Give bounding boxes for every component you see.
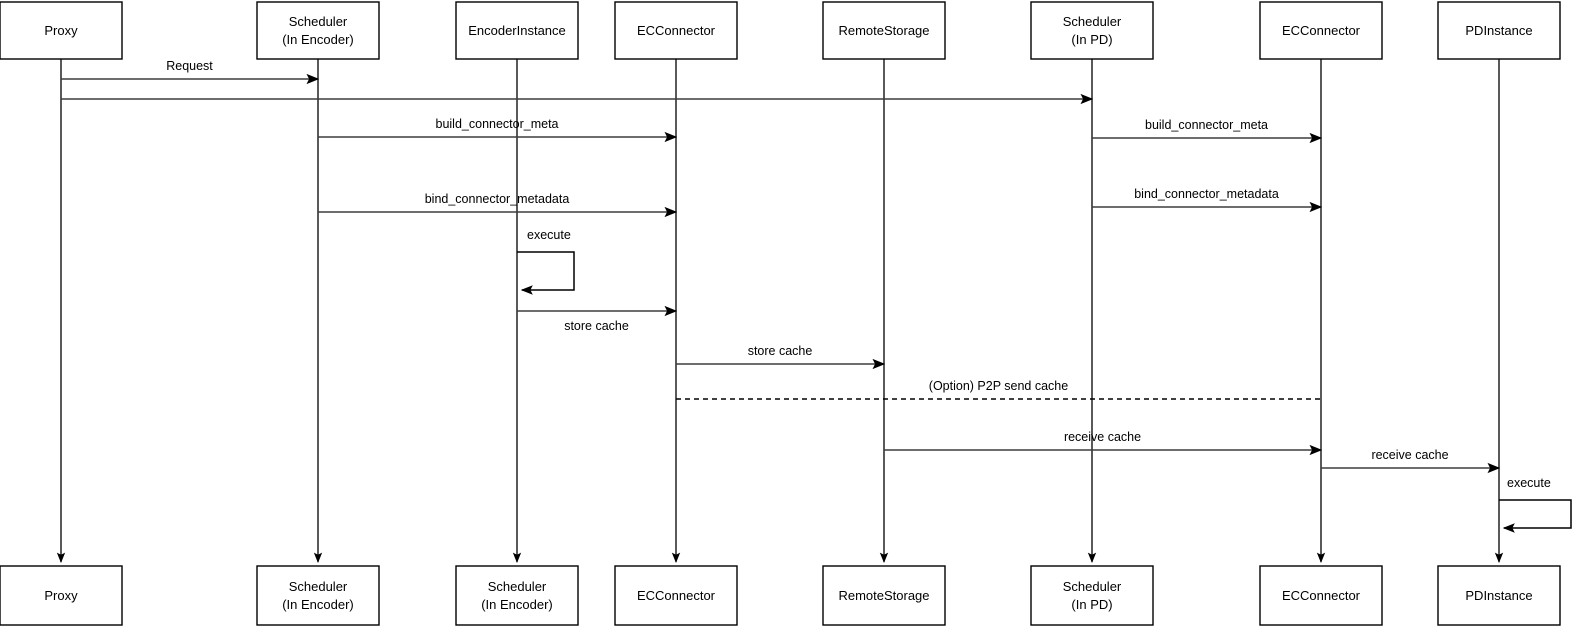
participant-label-bottom-scheduler-in-pd-line1: Scheduler xyxy=(1063,579,1122,594)
message-store-cache-remote[interactable]: store cache xyxy=(676,344,886,370)
participant-box-bottom-scheduler-in-encoder[interactable]: Scheduler (In Encoder) xyxy=(256,565,380,626)
participant-label-bottom-encoder-instance-line2: (In Encoder) xyxy=(481,597,553,612)
message-bind-connector-metadata-encoder[interactable]: bind_connector_metadata xyxy=(318,192,678,218)
participant-box-top-ec-connector-encoder[interactable]: ECConnector xyxy=(614,1,738,60)
participant-box-top-ec-connector-pd[interactable]: ECConnector xyxy=(1259,1,1383,60)
participant-box-top-pd-instance[interactable]: PDInstance xyxy=(1437,1,1561,60)
participant-box-bottom-scheduler-in-pd[interactable]: Scheduler (In PD) xyxy=(1030,565,1154,626)
participant-label-top-scheduler-in-encoder-line2: (In Encoder) xyxy=(282,32,354,47)
self-call-label-execute-pd-instance: execute xyxy=(1507,476,1551,490)
message-label-build-connector-meta-encoder: build_connector_meta xyxy=(436,117,559,131)
message-receive-cache-connector[interactable]: receive cache xyxy=(884,430,1323,456)
message-request[interactable]: Request xyxy=(61,59,320,85)
participant-box-top-scheduler-in-encoder[interactable]: Scheduler (In Encoder) xyxy=(256,1,380,60)
message-receive-cache-pd-instance[interactable]: receive cache xyxy=(1321,448,1501,474)
participant-box-top-proxy[interactable]: Proxy xyxy=(0,1,123,60)
self-call-execute-encoder[interactable]: execute xyxy=(517,228,575,295)
participant-label-top-remote-storage: RemoteStorage xyxy=(838,23,929,38)
participant-label-bottom-ec-connector-pd: ECConnector xyxy=(1282,588,1361,603)
self-call-label-execute-encoder: execute xyxy=(527,228,571,242)
participant-label-top-ec-connector-pd: ECConnector xyxy=(1282,23,1361,38)
message-p2p-send-cache[interactable]: (Option) P2P send cache xyxy=(676,379,1321,400)
participant-label-bottom-scheduler-in-encoder-line1: Scheduler xyxy=(289,579,348,594)
participant-label-top-scheduler-in-pd-line1: Scheduler xyxy=(1063,14,1122,29)
participant-label-top-proxy: Proxy xyxy=(44,23,78,38)
participant-label-top-encoder-instance: EncoderInstance xyxy=(468,23,566,38)
participant-box-bottom-pd-instance[interactable]: PDInstance xyxy=(1437,565,1561,626)
lifelines-layer xyxy=(56,59,1504,564)
top-participant-boxes: Proxy Scheduler (In Encoder) EncoderInstanc… xyxy=(0,1,1561,60)
participant-label-bottom-scheduler-in-pd-line2: (In PD) xyxy=(1071,597,1112,612)
participant-label-bottom-proxy: Proxy xyxy=(44,588,78,603)
messages-layer: Request build_connector_meta build_connect… xyxy=(61,59,1501,474)
bottom-participant-boxes: Proxy Scheduler (In Encoder) Scheduler (In E… xyxy=(0,565,1561,626)
message-label-request: Request xyxy=(166,59,213,73)
message-label-receive-cache-connector: receive cache xyxy=(1064,430,1141,444)
message-label-bind-connector-metadata-encoder: bind_connector_metadata xyxy=(425,192,570,206)
participant-box-bottom-ec-connector-pd[interactable]: ECConnector xyxy=(1259,565,1383,626)
self-call-execute-pd-instance[interactable]: execute xyxy=(1499,476,1572,533)
participant-box-bottom-ec-connector-encoder[interactable]: ECConnector xyxy=(614,565,738,626)
message-label-p2p-send-cache: (Option) P2P send cache xyxy=(929,379,1068,393)
participant-label-bottom-pd-instance: PDInstance xyxy=(1465,588,1532,603)
participant-box-top-encoder-instance[interactable]: EncoderInstance xyxy=(455,1,579,60)
message-label-store-cache-encoder: store cache xyxy=(564,319,629,333)
message-build-connector-meta-encoder[interactable]: build_connector_meta xyxy=(318,117,678,143)
message-label-receive-cache-pd-instance: receive cache xyxy=(1371,448,1448,462)
message-label-bind-connector-metadata-pd: bind_connector_metadata xyxy=(1134,187,1279,201)
participant-label-top-scheduler-in-encoder-line1: Scheduler xyxy=(289,14,348,29)
self-calls-layer: execute execute xyxy=(517,228,1572,533)
participant-label-bottom-remote-storage: RemoteStorage xyxy=(838,588,929,603)
message-build-connector-meta-pd[interactable]: build_connector_meta xyxy=(1092,118,1323,144)
participant-label-top-ec-connector-encoder: ECConnector xyxy=(637,23,716,38)
participant-label-bottom-scheduler-in-encoder-line2: (In Encoder) xyxy=(282,597,354,612)
message-label-build-connector-meta-pd: build_connector_meta xyxy=(1145,118,1268,132)
participant-label-bottom-encoder-instance-line1: Scheduler xyxy=(488,579,547,594)
participant-box-bottom-proxy[interactable]: Proxy xyxy=(0,565,123,626)
participant-box-top-remote-storage[interactable]: RemoteStorage xyxy=(822,1,946,60)
message-bind-connector-metadata-pd[interactable]: bind_connector_metadata xyxy=(1092,187,1323,213)
participant-box-top-scheduler-in-pd[interactable]: Scheduler (In PD) xyxy=(1030,1,1154,60)
participant-label-top-scheduler-in-pd-line2: (In PD) xyxy=(1071,32,1112,47)
participant-box-bottom-encoder-instance[interactable]: Scheduler (In Encoder) xyxy=(455,565,579,626)
participant-label-bottom-ec-connector-encoder: ECConnector xyxy=(637,588,716,603)
self-call-arrow-execute-pd-instance xyxy=(1499,499,1572,533)
self-call-arrow-execute-encoder xyxy=(517,251,575,295)
participant-box-bottom-remote-storage[interactable]: RemoteStorage xyxy=(822,565,946,626)
message-label-store-cache-remote: store cache xyxy=(748,344,813,358)
participant-label-top-pd-instance: PDInstance xyxy=(1465,23,1532,38)
message-store-cache-encoder[interactable]: store cache xyxy=(517,305,678,333)
